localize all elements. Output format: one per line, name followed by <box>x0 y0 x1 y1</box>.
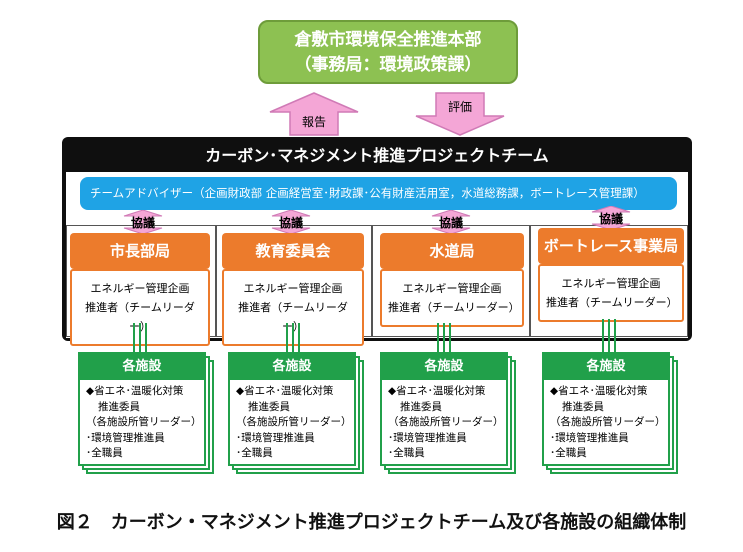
dept-role: エネルギー管理企画 推進者（チームリーダー） <box>380 269 524 327</box>
report-arrow: 報告 <box>268 92 360 136</box>
consult-arrow-2: 協議 <box>258 210 324 234</box>
headquarters-box: 倉敷市環境保全推進本部 （事務局：環境政策課） <box>258 20 518 84</box>
facility-front: 各施設 ◆省エネ･温暖化対策 推進委員 （各施設所管リーダー） ･環境管理推進員… <box>542 352 670 466</box>
role-line: 推進委員 <box>248 400 290 413</box>
role-line: ･全職員 <box>388 447 425 459</box>
consult-label: 協議 <box>598 212 623 226</box>
role-line: ･全職員 <box>550 447 587 459</box>
double-arrow-icon <box>123 210 163 234</box>
role-line: ･環境管理推進員 <box>236 431 315 444</box>
dept-role-line1: エネルギー管理企画 <box>561 277 661 290</box>
project-team-title: カーボン･マネジメント推進プロジェクトチーム <box>205 146 549 165</box>
double-arrow-icon <box>431 210 471 234</box>
double-arrow-icon <box>591 206 631 230</box>
role-line: ･環境管理推進員 <box>550 431 629 444</box>
headquarters-name: 倉敷市環境保全推進本部 <box>294 30 482 50</box>
facility-card-4: 各施設 ◆省エネ･温暖化対策 推進委員 （各施設所管リーダー） ･環境管理推進員… <box>542 352 678 474</box>
role-line: ･環境管理推進員 <box>86 431 165 444</box>
consult-label: 協議 <box>130 216 155 230</box>
down-arrow-icon <box>415 92 505 136</box>
role-line: ◆省エネ･温暖化対策 <box>550 385 648 397</box>
role-line: （各施設所管リーダー） <box>236 416 352 428</box>
role-line: ･環境管理推進員 <box>388 431 467 444</box>
consult-label: 協議 <box>438 216 463 230</box>
report-label: 報告 <box>301 115 326 129</box>
dept-name: 教育委員会 <box>222 233 364 269</box>
dept-role-line2: 推進者（チームリーダー） <box>546 296 678 309</box>
facility-title: 各施設 <box>382 354 506 380</box>
consult-arrow-3: 協議 <box>418 210 484 234</box>
dept-name: ボートレース事業局 <box>538 228 684 264</box>
consult-arrow-4: 協議 <box>578 206 644 230</box>
facility-card-2: 各施設 ◆省エネ･温暖化対策 推進委員 （各施設所管リーダー） ･環境管理推進員… <box>228 352 364 474</box>
facility-roles: ◆省エネ･温暖化対策 推進委員 （各施設所管リーダー） ･環境管理推進員 ･全職… <box>86 384 202 462</box>
dept-name: 市長部局 <box>70 233 210 269</box>
up-arrow-icon <box>269 92 359 136</box>
facility-roles: ◆省エネ･温暖化対策 推進委員 （各施設所管リーダー） ･環境管理推進員 ･全職… <box>236 384 352 462</box>
facility-card-3: 各施設 ◆省エネ･温暖化対策 推進委員 （各施設所管リーダー） ･環境管理推進員… <box>380 352 516 474</box>
facility-title: 各施設 <box>80 354 204 380</box>
role-line: 推進委員 <box>562 400 604 413</box>
evaluation-label: 評価 <box>447 100 472 114</box>
role-line: ◆省エネ･温暖化対策 <box>236 385 334 397</box>
double-arrow-icon <box>271 210 311 234</box>
role-line: （各施設所管リーダー） <box>550 416 666 428</box>
facility-front: 各施設 ◆省エネ･温暖化対策 推進委員 （各施設所管リーダー） ･環境管理推進員… <box>78 352 206 466</box>
dept-role-line1: エネルギー管理企画 <box>90 282 190 295</box>
dept-water: 水道局 エネルギー管理企画 推進者（チームリーダー） <box>380 233 524 327</box>
role-line: ◆省エネ･温暖化対策 <box>388 385 486 397</box>
dept-boatrace: ボートレース事業局 エネルギー管理企画 推進者（チームリーダー） <box>538 228 684 322</box>
facility-roles: ◆省エネ･温暖化対策 推進委員 （各施設所管リーダー） ･環境管理推進員 ･全職… <box>388 384 504 462</box>
facility-title: 各施設 <box>230 354 354 380</box>
evaluation-arrow: 評価 <box>414 92 506 136</box>
facility-roles: ◆省エネ･温暖化対策 推進委員 （各施設所管リーダー） ･環境管理推進員 ･全職… <box>550 384 666 462</box>
role-line: ◆省エネ･温暖化対策 <box>86 385 184 397</box>
facility-front: 各施設 ◆省エネ･温暖化対策 推進委員 （各施設所管リーダー） ･環境管理推進員… <box>380 352 508 466</box>
role-line: ･全職員 <box>236 447 273 459</box>
consult-label: 協議 <box>278 216 303 230</box>
figure-caption: 図２ カーボン・マネジメント推進プロジェクトチーム及び各施設の組織体制 <box>56 512 687 533</box>
dept-role: エネルギー管理企画 推進者（チームリーダー） <box>538 264 684 322</box>
role-line: 推進委員 <box>98 400 140 413</box>
dept-role-line1: エネルギー管理企画 <box>243 282 343 295</box>
role-line: （各施設所管リーダー） <box>86 416 202 428</box>
facility-title: 各施設 <box>544 354 668 380</box>
facility-card-1: 各施設 ◆省エネ･温暖化対策 推進委員 （各施設所管リーダー） ･環境管理推進員… <box>78 352 214 474</box>
role-line: （各施設所管リーダー） <box>388 416 504 428</box>
team-advisor-bar: チームアドバイザー（企画財政部 企画経営室･財政課･公有財産活用室，水道総務課，… <box>80 177 677 210</box>
dept-role-line1: エネルギー管理企画 <box>402 282 502 295</box>
consult-arrow-1: 協議 <box>110 210 176 234</box>
dept-name: 水道局 <box>380 233 524 269</box>
role-line: ･全職員 <box>86 447 123 459</box>
headquarters-secretariat: （事務局：環境政策課） <box>294 55 482 75</box>
facility-front: 各施設 ◆省エネ･温暖化対策 推進委員 （各施設所管リーダー） ･環境管理推進員… <box>228 352 356 466</box>
role-line: 推進委員 <box>400 400 442 413</box>
dept-role-line2: 推進者（チームリーダー） <box>388 301 520 314</box>
